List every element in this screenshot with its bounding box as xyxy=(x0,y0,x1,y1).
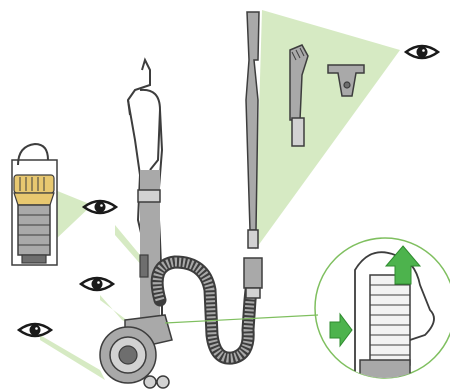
right-arrow-icon xyxy=(329,312,353,348)
vacuum-body xyxy=(99,57,173,389)
eye-icon xyxy=(403,44,441,60)
filter-detail xyxy=(369,274,411,366)
eye-icon xyxy=(81,199,119,215)
brush-tool xyxy=(289,44,309,147)
up-arrow-icon xyxy=(384,245,422,285)
filter-magnifier xyxy=(314,237,450,379)
sight-cone-tools xyxy=(255,10,400,250)
sight-cone-canister xyxy=(55,190,92,240)
canister xyxy=(11,142,58,266)
leader-line xyxy=(164,314,319,324)
eye-icon xyxy=(16,322,54,338)
hose xyxy=(150,255,263,365)
stair-tool xyxy=(327,64,365,97)
eye-icons xyxy=(16,44,441,338)
sight-cone-base xyxy=(40,335,105,380)
wand xyxy=(245,11,260,249)
eye-icon xyxy=(78,276,116,292)
